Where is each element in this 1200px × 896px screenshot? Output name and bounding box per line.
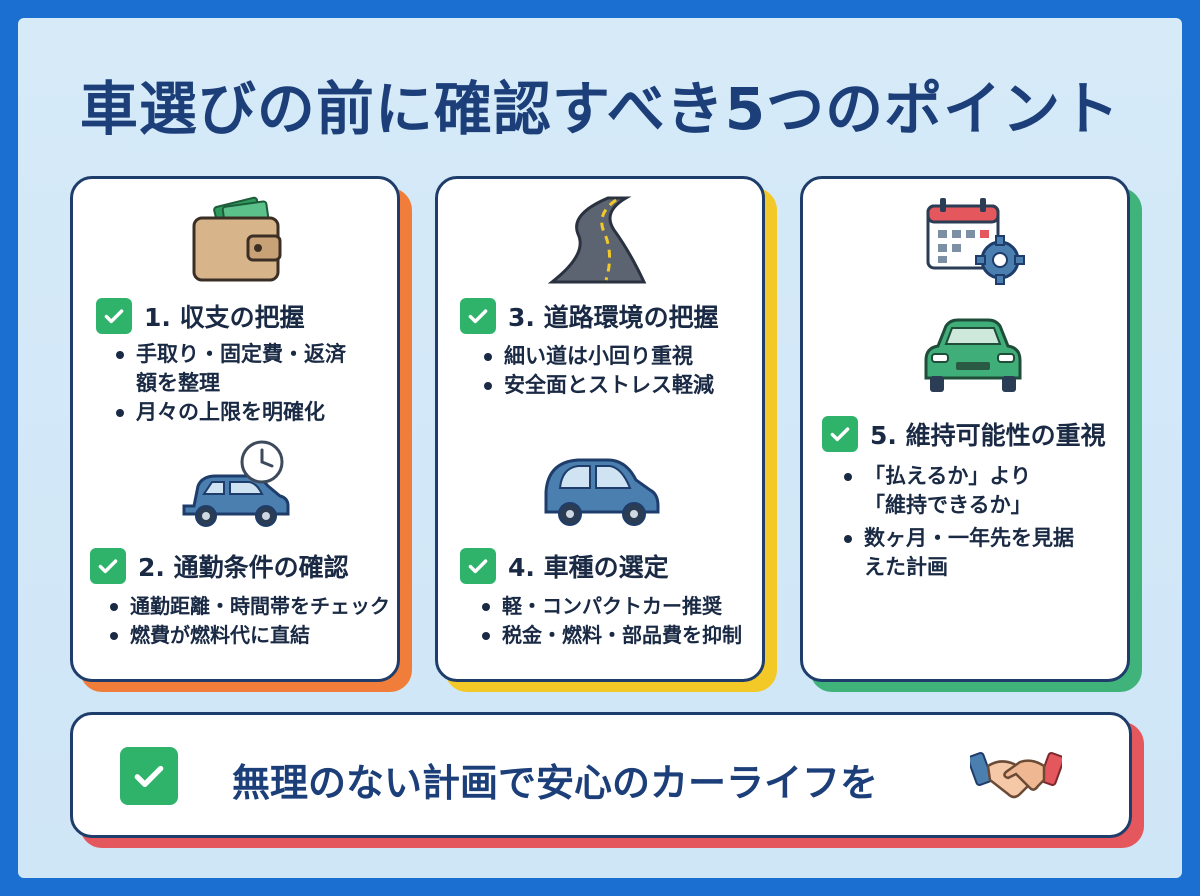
bullet-item: 安全面とストレス軽減	[478, 371, 768, 400]
checkbox-icon	[96, 298, 132, 334]
bullet-item: 「払えるか」より 「維持できるか」	[838, 462, 1122, 520]
car-front-icon	[924, 318, 1022, 392]
bullets-1: 手取り・固定費・返済 額を整理 月々の上限を明確化	[110, 340, 400, 427]
heading-3: 3. 道路環境の把握	[460, 298, 719, 334]
heading-5-text: 5. 維持可能性の重視	[870, 421, 1106, 450]
footer-banner	[70, 712, 1132, 838]
checkbox-icon	[460, 298, 496, 334]
handshake-icon	[970, 752, 1062, 799]
heading-2-text: 2. 通勤条件の確認	[138, 553, 349, 582]
bullet-item: 燃費が燃料代に直結	[104, 621, 394, 650]
bullets-5: 「払えるか」より 「維持できるか」 数ヶ月・一年先を見据 えた計画	[838, 462, 1122, 582]
car-clock-icon	[182, 440, 290, 527]
bullet-item: 手取り・固定費・返済 額を整理	[110, 340, 400, 398]
checkbox-icon	[460, 548, 496, 584]
heading-5: 5. 維持可能性の重視	[822, 416, 1106, 452]
bullets-4: 軽・コンパクトカー推奨 税金・燃料・部品費を抑制	[476, 592, 766, 650]
heading-3-text: 3. 道路環境の把握	[508, 303, 719, 332]
heading-1: 1. 収支の把握	[96, 298, 305, 334]
heading-4-text: 4. 車種の選定	[508, 553, 669, 582]
wallet-icon	[192, 196, 282, 282]
calendar-gear-icon	[926, 198, 1025, 285]
footer-text: 無理のない計画で安心のカーライフを	[232, 761, 879, 805]
bullet-item: 細い道は小回り重視	[478, 342, 768, 371]
bullet-item: 月々の上限を明確化	[110, 398, 400, 427]
bullet-item: 数ヶ月・一年先を見据 えた計画	[838, 524, 1122, 582]
bullet-item: 軽・コンパクトカー推奨	[476, 592, 766, 621]
road-icon	[548, 196, 647, 284]
bullet-item: 税金・燃料・部品費を抑制	[476, 621, 766, 650]
page-title: 車選びの前に確認すべき5つのポイント	[79, 75, 1121, 143]
bullet-item: 通勤距離・時間帯をチェック	[104, 592, 394, 621]
bullets-2: 通勤距離・時間帯をチェック 燃費が燃料代に直結	[104, 592, 394, 650]
compact-car-icon	[544, 458, 660, 526]
heading-1-text: 1. 収支の把握	[144, 303, 305, 332]
footer-checkbox-icon	[120, 747, 178, 805]
checkbox-icon	[822, 416, 858, 452]
checkbox-icon	[90, 548, 126, 584]
heading-4: 4. 車種の選定	[460, 548, 669, 584]
heading-2: 2. 通勤条件の確認	[90, 548, 349, 584]
bullets-3: 細い道は小回り重視 安全面とストレス軽減	[478, 342, 768, 400]
